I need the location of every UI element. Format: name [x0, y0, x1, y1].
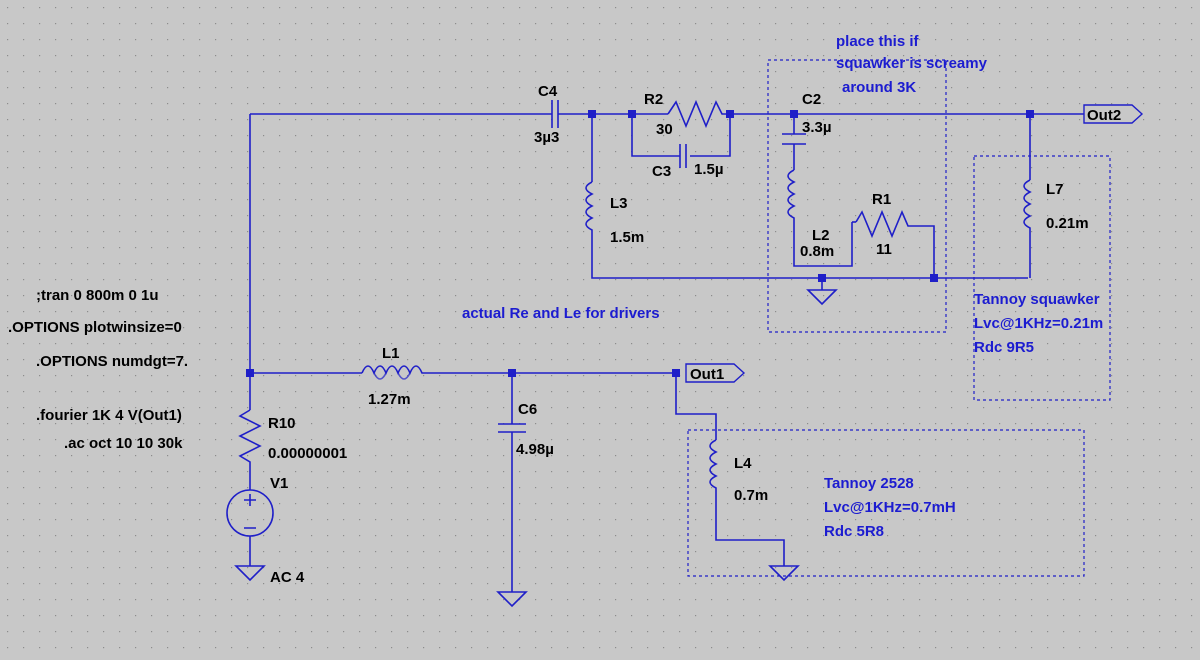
port-out2[interactable]: Out2 [1083, 104, 1144, 124]
resistor-r2[interactable] [636, 99, 730, 129]
inductor-l2[interactable] [787, 169, 796, 222]
ground-symbol [768, 565, 800, 582]
tannoy-squawker-line3[interactable]: Rdc 9R5 [974, 339, 1034, 356]
l3-name: L3 [610, 195, 628, 212]
tannoy-2528-box [687, 429, 1085, 577]
r10-value: 0.00000001 [268, 445, 347, 462]
node [818, 274, 826, 282]
node [508, 369, 516, 377]
r1-value: 11 [876, 241, 892, 258]
node [1026, 110, 1034, 118]
wire-c3-left [631, 114, 680, 157]
capacitor-c6[interactable] [498, 423, 526, 433]
wires [249, 113, 1088, 592]
directive-plotwinsize[interactable]: .OPTIONS plotwinsize=0 [8, 319, 182, 336]
wire-l4-ground [715, 492, 785, 566]
wire-c3-right [690, 114, 731, 157]
inductor-l1[interactable] [361, 365, 430, 380]
node [930, 274, 938, 282]
l7-value: 0.21m [1046, 215, 1089, 232]
node [246, 369, 254, 377]
capacitor-c2[interactable] [782, 133, 806, 145]
r10-name: R10 [268, 415, 296, 432]
ground-symbol [806, 289, 838, 306]
spice-directives: ;tran 0 800m 0 1u .OPTIONS plotwinsize=0… [8, 287, 188, 452]
inductor-l3[interactable] [585, 181, 594, 232]
squawker-note-line3[interactable]: around 3K [842, 79, 916, 96]
l3-value: 1.5m [610, 229, 644, 246]
tannoy-2528-line3[interactable]: Rdc 5R8 [824, 523, 884, 540]
component-labels: C4 3µ3 R2 30 C3 1.5µ C2 3.3µ L3 1.5m L2 … [268, 83, 1089, 586]
directive-ac[interactable]: .ac oct 10 10 30k [64, 435, 183, 452]
c3-value: 1.5µ [694, 161, 724, 178]
v1-name: V1 [270, 475, 288, 492]
tannoy-2528-line2[interactable]: Lvc@1KHz=0.7mH [824, 499, 956, 516]
ground-symbol [234, 565, 266, 582]
ground-symbol [496, 591, 528, 608]
capacitor-c4[interactable] [540, 100, 570, 128]
port-out1-label: Out1 [690, 366, 724, 383]
l1-name: L1 [382, 345, 400, 362]
tannoy-squawker-line1[interactable]: Tannoy squawker [974, 291, 1100, 308]
c2-name: C2 [802, 91, 821, 108]
inductor-l4[interactable] [709, 439, 718, 492]
l1-value: 1.27m [368, 391, 411, 408]
c6-value: 4.98µ [516, 441, 554, 458]
resistor-r1[interactable] [855, 209, 912, 239]
actual-re-le-note[interactable]: actual Re and Le for drivers [462, 305, 660, 322]
squawker-note-line1[interactable]: place this if [836, 33, 920, 50]
wire-r1-right [912, 225, 935, 278]
r1-name: R1 [872, 191, 891, 208]
inductor-l7[interactable] [1023, 179, 1032, 230]
wire-return-bus [591, 232, 1028, 279]
directive-tran[interactable]: ;tran 0 800m 0 1u [36, 287, 159, 304]
node [790, 110, 798, 118]
squawker-optional-box [767, 59, 947, 333]
voltage-source-v1[interactable] [226, 489, 274, 537]
v1-value: AC 4 [270, 569, 305, 586]
directive-fourier[interactable]: .fourier 1K 4 V(Out1) [36, 407, 182, 424]
l4-value: 0.7m [734, 487, 768, 504]
wire-out1-to-l4 [675, 373, 717, 440]
r2-value: 30 [656, 121, 673, 138]
c6-name: C6 [518, 401, 537, 418]
node [628, 110, 636, 118]
comments: place this if squawker is screamy around… [462, 33, 1103, 540]
port-out1[interactable]: Out1 [685, 363, 746, 383]
node [588, 110, 596, 118]
port-out2-label: Out2 [1087, 107, 1121, 124]
l2-value: 0.8m [800, 243, 834, 260]
r2-name: R2 [644, 91, 663, 108]
c4-name: C4 [538, 83, 558, 100]
node [672, 369, 680, 377]
resistor-r10[interactable] [238, 409, 262, 470]
tannoy-squawker-line2[interactable]: Lvc@1KHz=0.21m [974, 315, 1103, 332]
tannoy-squawker-box [973, 155, 1111, 401]
c3-name: C3 [652, 163, 671, 180]
c2-value: 3.3µ [802, 119, 832, 136]
directive-numdgt[interactable]: .OPTIONS numdgt=7. [36, 353, 188, 370]
l2-name: L2 [812, 227, 830, 244]
capacitor-c3[interactable] [679, 144, 687, 168]
wire-l2-to-r1 [793, 222, 853, 267]
squawker-note-line2[interactable]: squawker is screamy [836, 55, 988, 72]
l7-name: L7 [1046, 181, 1064, 198]
l4-name: L4 [734, 455, 752, 472]
c4-value: 3µ3 [534, 129, 559, 146]
tannoy-2528-line1[interactable]: Tannoy 2528 [824, 475, 914, 492]
